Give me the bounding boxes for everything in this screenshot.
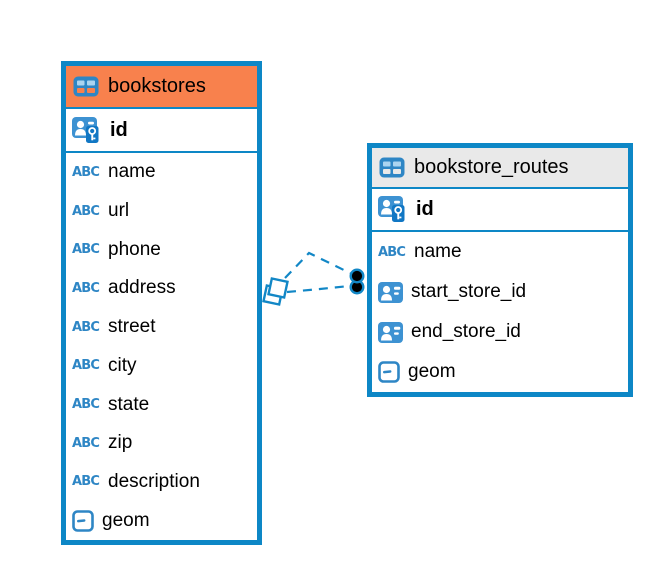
column-row-state[interactable]: ABC state bbox=[66, 385, 257, 424]
column-label: name bbox=[414, 241, 462, 262]
primary-key-label: id bbox=[110, 118, 128, 141]
column-row-name[interactable]: ABC name bbox=[66, 153, 257, 192]
foreign-key-icon bbox=[378, 321, 403, 343]
dot-end-marker bbox=[349, 279, 365, 295]
column-list: ABC name start_store_id bbox=[372, 232, 628, 392]
column-row-zip[interactable]: ABC zip bbox=[66, 424, 257, 463]
column-label: street bbox=[108, 316, 156, 338]
column-row-geom[interactable]: geom bbox=[66, 501, 257, 540]
text-type-icon: ABC bbox=[72, 164, 100, 180]
table-icon bbox=[379, 157, 405, 178]
text-type-icon: ABC bbox=[72, 242, 100, 258]
relationship-line[interactable] bbox=[284, 251, 351, 279]
foreign-key-icon bbox=[378, 281, 403, 303]
primary-key-icon bbox=[378, 196, 408, 223]
column-list: ABC name ABC url ABC phone ABC address A… bbox=[66, 153, 257, 540]
column-row-street[interactable]: ABC street bbox=[66, 308, 257, 347]
table-bookstores[interactable]: bookstores id ABC name bbox=[61, 61, 262, 545]
relationship-line[interactable] bbox=[286, 284, 350, 294]
table-header[interactable]: bookstore_routes bbox=[372, 148, 628, 189]
column-row-url[interactable]: ABC url bbox=[66, 192, 257, 231]
column-label: phone bbox=[108, 238, 161, 260]
table-title: bookstores bbox=[108, 75, 206, 97]
text-type-icon: ABC bbox=[72, 474, 100, 490]
text-type-icon: ABC bbox=[72, 435, 100, 451]
table-icon bbox=[73, 76, 99, 97]
text-type-icon: ABC bbox=[72, 397, 100, 413]
text-type-icon: ABC bbox=[72, 358, 100, 374]
primary-key-icon bbox=[72, 116, 102, 144]
column-row-address[interactable]: ABC address bbox=[66, 269, 257, 308]
column-row-city[interactable]: ABC city bbox=[66, 347, 257, 386]
column-row-end-store-id[interactable]: end_store_id bbox=[372, 312, 628, 352]
column-row-description[interactable]: ABC description bbox=[66, 463, 257, 502]
column-row-start-store-id[interactable]: start_store_id bbox=[372, 272, 628, 312]
dot-end-marker bbox=[349, 268, 365, 284]
column-label: address bbox=[108, 277, 176, 299]
text-type-icon: ABC bbox=[72, 203, 100, 219]
geometry-type-icon bbox=[72, 509, 94, 532]
table-bookstore-routes[interactable]: bookstore_routes id ABC name bbox=[367, 143, 633, 397]
text-type-icon: ABC bbox=[72, 319, 100, 335]
primary-key-label: id bbox=[416, 198, 434, 220]
column-label: description bbox=[108, 470, 200, 492]
column-row-name[interactable]: ABC name bbox=[372, 232, 628, 272]
text-type-icon: ABC bbox=[378, 244, 406, 260]
column-row-geom[interactable]: geom bbox=[372, 352, 628, 392]
primary-key-row[interactable]: id bbox=[66, 109, 257, 153]
geometry-type-icon bbox=[378, 361, 400, 383]
table-title: bookstore_routes bbox=[414, 156, 569, 178]
diamond-end-marker bbox=[262, 284, 284, 306]
column-label: end_store_id bbox=[411, 321, 521, 342]
table-header[interactable]: bookstores bbox=[66, 66, 257, 109]
column-label: start_store_id bbox=[411, 281, 527, 302]
primary-key-row[interactable]: id bbox=[372, 189, 628, 232]
column-label: city bbox=[108, 354, 137, 376]
column-label: zip bbox=[108, 432, 133, 454]
text-type-icon: ABC bbox=[72, 280, 100, 296]
column-label: name bbox=[108, 161, 156, 183]
column-label: state bbox=[108, 393, 150, 415]
column-label: url bbox=[108, 200, 130, 222]
column-label: geom bbox=[102, 509, 150, 531]
column-row-phone[interactable]: ABC phone bbox=[66, 230, 257, 269]
diamond-end-marker bbox=[267, 277, 289, 299]
column-label: geom bbox=[408, 361, 456, 382]
